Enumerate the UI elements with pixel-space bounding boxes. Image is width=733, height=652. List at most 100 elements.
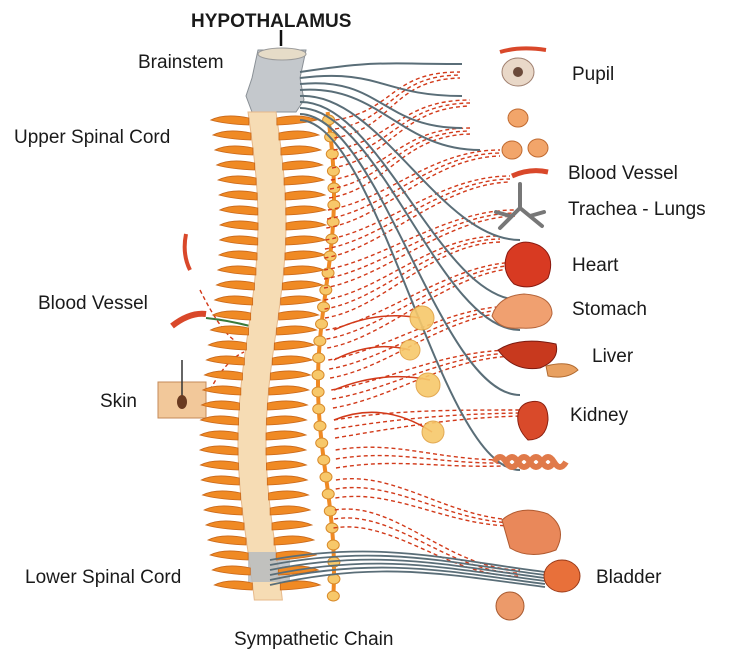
parasympathetic-fiber — [300, 63, 462, 72]
vertebra-process-left — [202, 401, 240, 410]
chain-ganglion — [318, 302, 330, 312]
chain-ganglion — [313, 404, 325, 414]
vertebra-process-right — [281, 296, 321, 305]
collateral-ganglion — [416, 373, 440, 397]
preganglionic-fiber — [336, 479, 520, 520]
chain-ganglion — [320, 285, 332, 295]
gland — [502, 141, 522, 159]
vertebra-process-left — [200, 446, 238, 455]
preganglionic-fiber — [324, 216, 515, 288]
liver-label: Liver — [592, 347, 633, 366]
vertebra-process-left — [200, 461, 238, 470]
preganglionic-fiber — [325, 182, 510, 258]
trachea-bronchi — [496, 184, 544, 228]
chain-ganglion — [324, 506, 336, 516]
vertebra-process-right — [284, 266, 324, 275]
pupil-iris — [513, 67, 523, 77]
vertebra-process-left — [215, 296, 253, 305]
vertebra-process-left — [206, 356, 244, 365]
chain-ganglion — [312, 387, 324, 397]
reproductive-organ — [496, 592, 524, 620]
vertebra-process-left — [204, 506, 242, 515]
vertebra-process-left — [219, 251, 257, 260]
vertebra-process-right — [277, 326, 317, 335]
trachea-lungs-label: Trachea - Lungs — [568, 200, 706, 219]
vertebra-process-right — [286, 221, 326, 230]
vertebra-process-right — [269, 386, 309, 395]
colon-organ — [502, 510, 561, 554]
chain-ganglion — [313, 353, 325, 363]
bladder-label: Bladder — [596, 568, 662, 587]
chain-ganglion — [327, 591, 339, 601]
chain-ganglion — [322, 489, 334, 499]
vertebra-process-right — [285, 191, 325, 200]
blood-vessel-left-label: Blood Vessel — [38, 294, 148, 313]
chain-ganglion — [316, 319, 328, 329]
chain-ganglion — [318, 455, 330, 465]
vertebra-process-left — [200, 431, 238, 440]
vertebra-process-right — [282, 281, 322, 290]
vertebra-process-right — [268, 401, 308, 410]
chain-ganglion — [314, 336, 326, 346]
vertebra-process-left — [203, 386, 241, 395]
chain-ganglion — [327, 540, 339, 550]
vertebra-process-right — [272, 356, 312, 365]
gland — [528, 139, 548, 157]
splanchnic-nerve — [334, 412, 432, 432]
vertebra-process-right — [284, 176, 324, 185]
vertebra-process-left — [216, 281, 254, 290]
vertebra-process-left — [211, 326, 249, 335]
vertebra-process-left — [210, 551, 248, 560]
collateral-ganglion — [400, 340, 420, 360]
chain-ganglion — [312, 370, 324, 380]
stomach-label: Stomach — [572, 300, 647, 319]
splanchnic-nerve — [334, 377, 430, 390]
vertebra-process-left — [220, 236, 258, 245]
pancreas-organ — [546, 364, 578, 377]
vertebra-process-left — [215, 146, 253, 155]
splanchnic-nerve — [334, 316, 420, 330]
collateral-ganglion — [422, 421, 444, 443]
vertebra-process-right — [274, 341, 314, 350]
vertebra-process-right — [270, 371, 310, 380]
chain-ganglion — [314, 421, 326, 431]
preganglionic-fiber — [330, 131, 470, 189]
pupil-label: Pupil — [572, 65, 614, 84]
lower-spinal-cord-label: Lower Spinal Cord — [25, 568, 181, 587]
vertebra-process-right — [266, 446, 306, 455]
gland — [508, 109, 528, 127]
vertebra-process-left — [204, 371, 242, 380]
brainstem-label: Brainstem — [138, 53, 224, 72]
vertebra-process-left — [211, 116, 249, 125]
vertebra-process-left — [218, 266, 256, 275]
vertebra-process-left — [219, 191, 257, 200]
vertebra-process-right — [267, 476, 307, 485]
vertebra-process-right — [269, 491, 309, 500]
ciliary-vessel — [500, 48, 546, 52]
vertebra-process-right — [285, 251, 325, 260]
parasympathetic-fiber — [300, 76, 462, 96]
vessel-left — [172, 314, 206, 326]
vertebra-process-right — [283, 161, 323, 170]
vertebra-process-left — [201, 476, 239, 485]
vertebra-process-left — [217, 161, 255, 170]
liver-organ — [498, 341, 557, 369]
vertebra-process-right — [270, 506, 310, 515]
preganglionic-fiber — [324, 213, 515, 279]
vertebra-process-left — [203, 491, 241, 500]
vertebra-process-left — [218, 176, 256, 185]
vertebra-process-left — [208, 341, 246, 350]
vertebra-process-left — [220, 221, 258, 230]
vertebra-process-right — [279, 311, 319, 320]
chain-ganglion — [326, 149, 338, 159]
skin-label: Skin — [100, 392, 137, 411]
heart-organ — [505, 242, 551, 287]
vertebra-process-left — [212, 566, 250, 575]
vertebra-process-left — [206, 521, 244, 530]
chain-ganglion — [316, 438, 328, 448]
blood-vessel-right — [512, 171, 548, 176]
collateral-ganglion — [410, 306, 434, 330]
vertebra-process-right — [286, 206, 326, 215]
